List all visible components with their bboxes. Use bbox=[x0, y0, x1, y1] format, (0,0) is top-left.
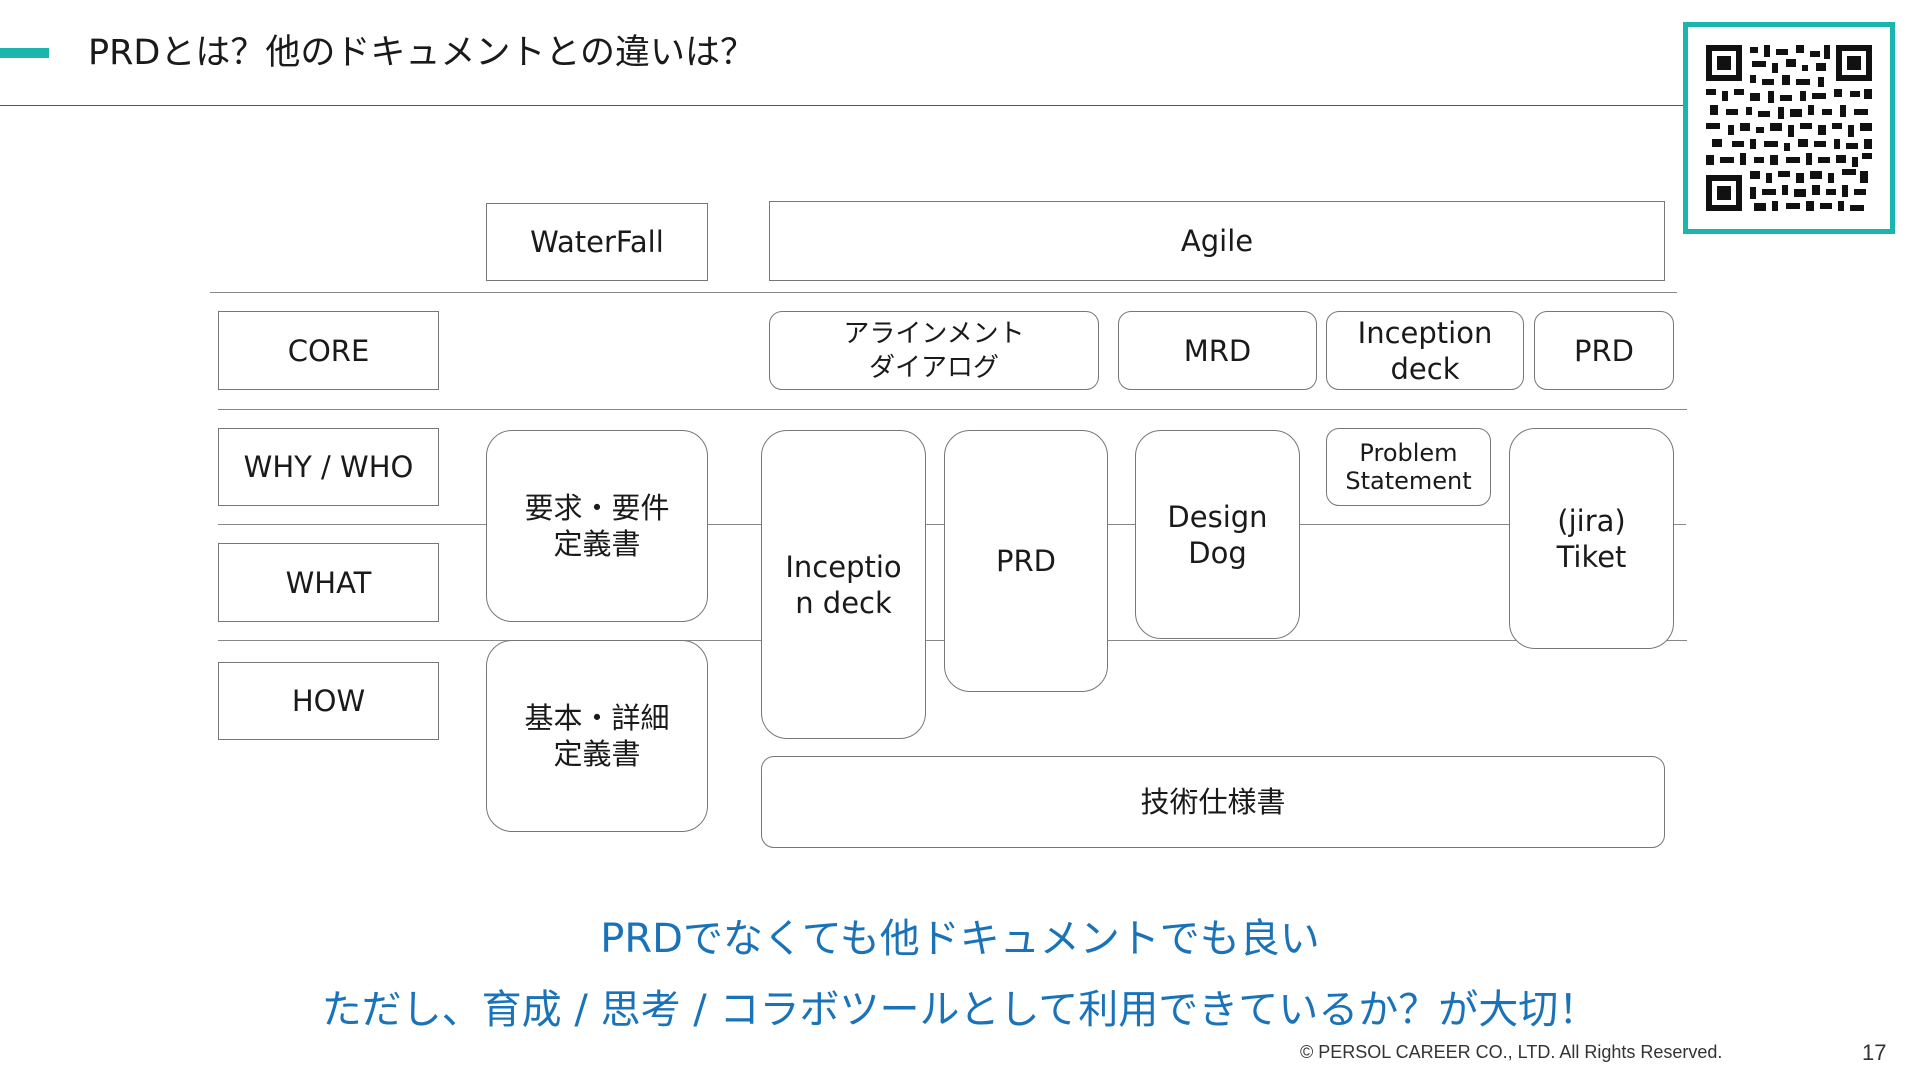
agile-prd: PRD bbox=[944, 430, 1108, 692]
divider-line-core bbox=[218, 409, 1687, 410]
row-label-what: WHAT bbox=[218, 543, 439, 622]
waterfall-header: WaterFall bbox=[486, 203, 708, 281]
core-prd: PRD bbox=[1534, 311, 1674, 390]
copyright-notice: © PERSOL CAREER CO., LTD. All Rights Res… bbox=[1300, 1042, 1723, 1062]
agile-design-doc: Design Dog bbox=[1135, 430, 1300, 639]
header-divider bbox=[0, 105, 1690, 106]
title-accent-bar bbox=[0, 48, 49, 58]
qr-code-icon bbox=[1706, 45, 1872, 211]
divider-line-header bbox=[210, 292, 1677, 293]
page-title: PRDとは？他のドキュメントとの違いは？ bbox=[88, 33, 756, 73]
row-label-why-who: WHY / WHO bbox=[218, 428, 439, 506]
core-inception-deck: Inception deck bbox=[1326, 311, 1524, 390]
waterfall-requirements-doc: 要求・要件 定義書 bbox=[486, 430, 708, 622]
agile-tech-spec: 技術仕様書 bbox=[761, 756, 1665, 848]
agile-inception-deck: Inceptio n deck bbox=[761, 430, 926, 739]
agile-problem-statement: Problem Statement bbox=[1326, 428, 1491, 506]
row-label-how: HOW bbox=[218, 662, 439, 740]
agile-header: Agile bbox=[769, 201, 1665, 281]
page-number: 17 bbox=[1862, 1040, 1887, 1065]
message-line-1: PRDでなくても他ドキュメントでも良い bbox=[600, 916, 1320, 962]
waterfall-basic-detail-doc: 基本・詳細 定義書 bbox=[486, 640, 708, 832]
agile-jira-ticket: (jira) Tiket bbox=[1509, 428, 1674, 649]
row-label-core: CORE bbox=[218, 311, 439, 390]
message-line-2: ただし、育成 / 思考 / コラボツールとして利用できているか？が大切！ bbox=[321, 987, 1599, 1033]
qr-code-frame bbox=[1683, 22, 1895, 234]
core-mrd: MRD bbox=[1118, 311, 1317, 390]
core-alignment-dialog: アラインメント ダイアログ bbox=[769, 311, 1099, 390]
